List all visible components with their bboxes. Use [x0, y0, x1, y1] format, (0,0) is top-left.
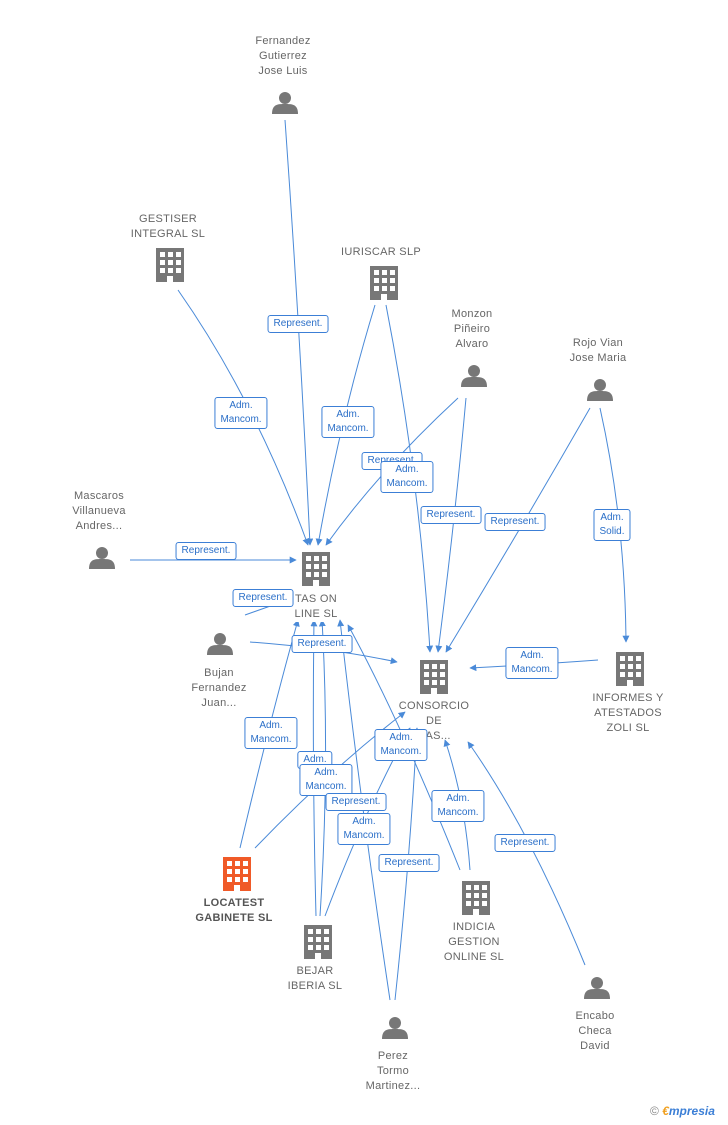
- edge-label-adm-mancom: Adm. Mancom.: [299, 764, 353, 796]
- node-label-informes[interactable]: INFORMES Y ATESTADOS ZOLI SL: [592, 692, 664, 734]
- node-label-fernandez[interactable]: Fernandez Gutierrez Jose Luis: [255, 35, 311, 77]
- edge-label-represent: Represent.: [291, 635, 353, 653]
- edge-label-adm-mancom: Adm. Mancom.: [431, 790, 485, 822]
- node-label-rojo[interactable]: Rojo Vian Jose Maria: [569, 337, 627, 364]
- person-icon: [461, 365, 487, 387]
- node-label-bejar[interactable]: BEJAR IBERIA SL: [287, 965, 343, 992]
- person-icon: [89, 547, 115, 569]
- edge-label-represent: Represent.: [267, 315, 329, 333]
- copyright-symbol: ©: [650, 1104, 659, 1118]
- building-icon: [462, 881, 490, 915]
- person-icon: [382, 1017, 408, 1039]
- edge-label-adm-solid: Adm. Solid.: [593, 509, 631, 541]
- node-label-monzon[interactable]: Monzon Piñeiro Alvaro: [451, 308, 493, 350]
- edge-label-adm-mancom: Adm. Mancom.: [505, 647, 559, 679]
- node-label-encabo[interactable]: Encabo Checa David: [575, 1010, 615, 1052]
- node-label-locatest[interactable]: LOCATEST GABINETE SL: [195, 897, 273, 924]
- building-icon: [616, 652, 644, 686]
- footer-brand: © €mpresia: [650, 1104, 715, 1118]
- person-icon: [584, 977, 610, 999]
- node-label-perez[interactable]: Perez Tormo Martinez...: [365, 1050, 421, 1092]
- building-icon: [420, 660, 448, 694]
- building-icon: [304, 925, 332, 959]
- edge-label-adm-mancom: Adm. Mancom.: [380, 461, 434, 493]
- edge-label-adm-mancom: Adm. Mancom.: [321, 406, 375, 438]
- edge-label-represent: Represent.: [484, 513, 546, 531]
- building-icon: [223, 857, 251, 891]
- person-icon: [587, 379, 613, 401]
- edge-label-represent: Represent.: [494, 834, 556, 852]
- building-icon: [370, 266, 398, 300]
- edge-label-adm-mancom: Adm. Mancom.: [374, 729, 428, 761]
- edge-label-adm-mancom: Adm. Mancom.: [214, 397, 268, 429]
- node-label-tas-online[interactable]: TAS ON LINE SL: [294, 592, 338, 622]
- edge-label-represent: Represent.: [420, 506, 482, 524]
- edge-label-represent: Represent.: [232, 589, 294, 607]
- building-icon: [156, 248, 184, 282]
- edge-label-represent: Represent.: [325, 793, 387, 811]
- node-label-gestiser[interactable]: GESTISER INTEGRAL SL: [130, 213, 206, 240]
- edge-label-represent: Represent.: [175, 542, 237, 560]
- node-label-indicia[interactable]: INDICIA GESTION ONLINE SL: [443, 921, 505, 963]
- person-icon: [272, 92, 298, 114]
- edge-label-represent: Represent.: [378, 854, 440, 872]
- node-label-iuriscar[interactable]: IURISCAR SLP: [340, 246, 422, 258]
- edge-monzon-consorcio: [435, 397, 467, 653]
- edge-label-adm-mancom: Adm. Mancom.: [244, 717, 298, 749]
- node-label-mascaros[interactable]: Mascaros Villanueva Andres...: [72, 490, 126, 532]
- person-icon: [207, 633, 233, 655]
- edge-label-adm-mancom: Adm. Mancom.: [337, 813, 391, 845]
- building-icon: [302, 552, 330, 586]
- empresia-logo: €mpresia: [662, 1104, 715, 1118]
- node-label-bujan[interactable]: Bujan Fernandez Juan...: [191, 667, 247, 709]
